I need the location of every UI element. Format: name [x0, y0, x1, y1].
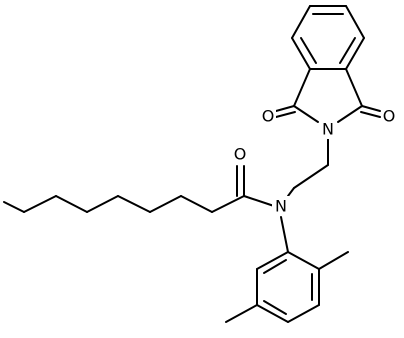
bond [291, 37, 311, 70]
bond [256, 251, 289, 270]
bond [293, 164, 329, 189]
bond [23, 195, 57, 213]
imide-nitrogen-label: N [322, 120, 334, 139]
bond [225, 304, 258, 323]
amide-and-alkyl-chain [3, 165, 275, 213]
bond [149, 195, 182, 213]
bond [275, 105, 295, 112]
bond [287, 187, 295, 197]
amide-oxygen-label: O [234, 145, 247, 164]
bond [263, 300, 287, 315]
bond [345, 37, 365, 70]
bond [287, 251, 320, 270]
bond [318, 251, 349, 270]
bond [291, 5, 311, 39]
bond [361, 105, 381, 112]
dimethylphenyl-ring [225, 251, 349, 323]
bond [117, 195, 151, 213]
bond [280, 216, 289, 253]
bond [293, 105, 319, 123]
bond [287, 304, 320, 323]
bond [337, 105, 363, 123]
bond [256, 304, 289, 323]
bond [243, 195, 275, 207]
bond [345, 5, 365, 39]
bond [300, 37, 317, 64]
imide-oxygen-left-label: O [262, 107, 275, 126]
imide-oxygen-right-label: O [383, 107, 396, 126]
amide-nitrogen-label: N [275, 197, 287, 216]
phthalimide-benzene-ring [291, 5, 365, 70]
bond [293, 68, 311, 107]
imide-carbonyls [275, 105, 381, 118]
bond [339, 37, 356, 64]
bond [263, 259, 287, 274]
bond [3, 201, 25, 213]
bond [55, 195, 88, 213]
imide-ring [293, 68, 363, 123]
bond [86, 195, 119, 213]
bond [345, 68, 363, 107]
methylene-linker [287, 134, 329, 197]
atom-labels: N O O O N [232, 105, 397, 216]
bond [360, 111, 381, 118]
bond [275, 111, 296, 118]
bond [180, 195, 213, 213]
bond [211, 195, 245, 213]
